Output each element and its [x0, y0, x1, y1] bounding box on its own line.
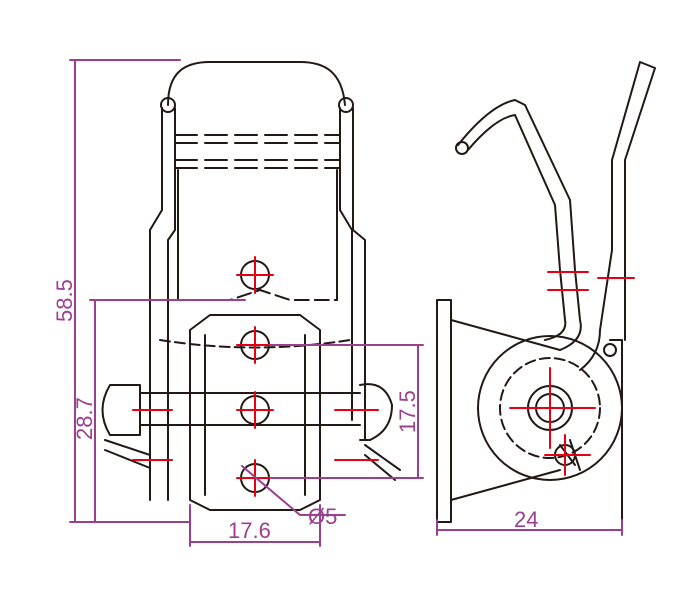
centerline-side-lever [547, 271, 589, 291]
crossbar-upper [174, 134, 341, 144]
centerline-hole-1 [236, 256, 274, 294]
side-hook-lever [457, 99, 582, 351]
left-rod-top [160, 97, 176, 113]
side-view-dimensions [436, 519, 623, 536]
front-view [101, 61, 401, 511]
side-base-flange [436, 299, 452, 523]
side-spring-tail [579, 61, 656, 371]
dim-overall-height: 58.5 [52, 279, 77, 322]
bolt-shaft [139, 392, 361, 426]
dim-slot-width-ext [189, 504, 321, 547]
dim-hole-diameter: Ø5 [308, 504, 337, 529]
left-lower-tab [104, 439, 151, 469]
side-disc-inner [499, 357, 601, 459]
centerline-side-pin [544, 434, 591, 476]
crossbar-middle [174, 159, 341, 169]
centerline-right-bolt [334, 409, 379, 461]
left-bolt-head [101, 384, 141, 436]
side-view-dimension-labels: 24 [514, 507, 538, 532]
front-view-dimension-labels: 58.5 28.7 17.5 17.6 Ø5 [52, 279, 420, 543]
front-view-dimensions [69, 59, 424, 547]
dim-hole-spacing: 17.5 [395, 390, 420, 433]
side-trapezoid [450, 319, 561, 501]
right-bolt-head [359, 383, 393, 441]
side-notch [603, 343, 617, 357]
dim-hole-spacing-ext [269, 344, 424, 479]
centerline-hole-2 [236, 326, 274, 364]
dim-overall-height-ext [69, 59, 191, 523]
side-hook-end [455, 141, 469, 155]
dim-side-depth: 24 [514, 507, 538, 532]
dim-side-depth-ext [436, 519, 623, 536]
centerline-left-bolt [132, 409, 173, 461]
right-rod-top [338, 97, 354, 113]
dim-hole-diameter-leader [241, 465, 346, 516]
hood-outline [167, 61, 346, 106]
dim-lower-height: 28.7 [72, 397, 97, 440]
dim-slot-width: 17.6 [228, 518, 271, 543]
side-view-centerlines [509, 271, 635, 476]
lower-plate-inner [204, 334, 306, 496]
lower-plate [189, 314, 321, 511]
centerline-side-pivot [509, 367, 596, 449]
centerline-hole-3 [236, 391, 274, 429]
